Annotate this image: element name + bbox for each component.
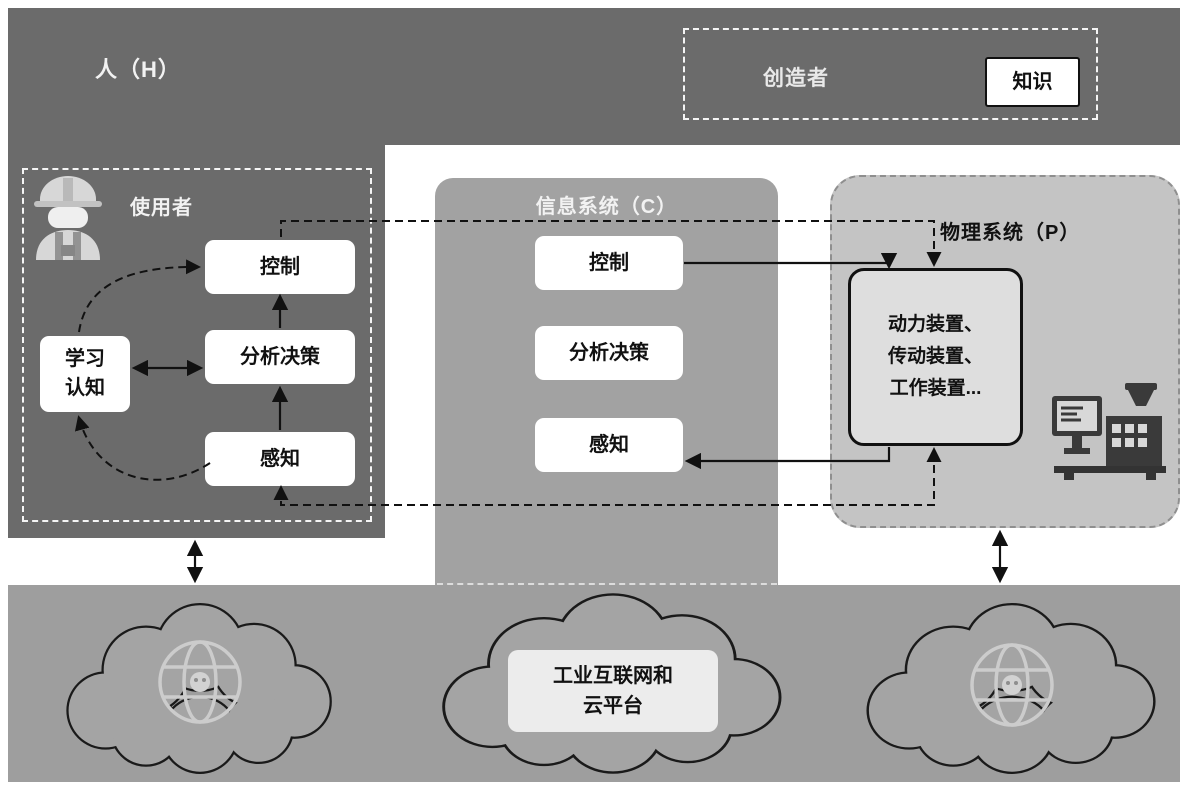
worker-icon [34, 176, 102, 260]
physical-device-box: 动力装置、 传动装置、 工作装置... [848, 268, 1023, 446]
user-analysis-box: 分析决策 [205, 330, 355, 384]
physical-region-label: 物理系统（P） [940, 222, 1081, 244]
cyber-analysis-box: 分析决策 [535, 326, 683, 380]
user-label: 使用者 [130, 197, 193, 219]
cyber-control-box: 控制 [535, 236, 683, 290]
creator-group-box [683, 28, 1098, 120]
user-group-box [22, 168, 372, 522]
platform-box: 工业互联网和 云平台 [508, 650, 718, 732]
human-region-label: 人（H） [95, 57, 181, 82]
knowledge-box: 知识 [985, 57, 1080, 107]
cyber-platform-joint-line [437, 583, 777, 585]
user-control-box: 控制 [205, 240, 355, 294]
user-learning-box: 学习 认知 [40, 336, 130, 412]
cyber-region-label: 信息系统（C） [535, 196, 678, 218]
machine-icon [1052, 383, 1166, 480]
creator-label: 创造者 [763, 67, 829, 90]
user-perception-box: 感知 [205, 432, 355, 486]
cyber-perception-box: 感知 [535, 418, 683, 472]
